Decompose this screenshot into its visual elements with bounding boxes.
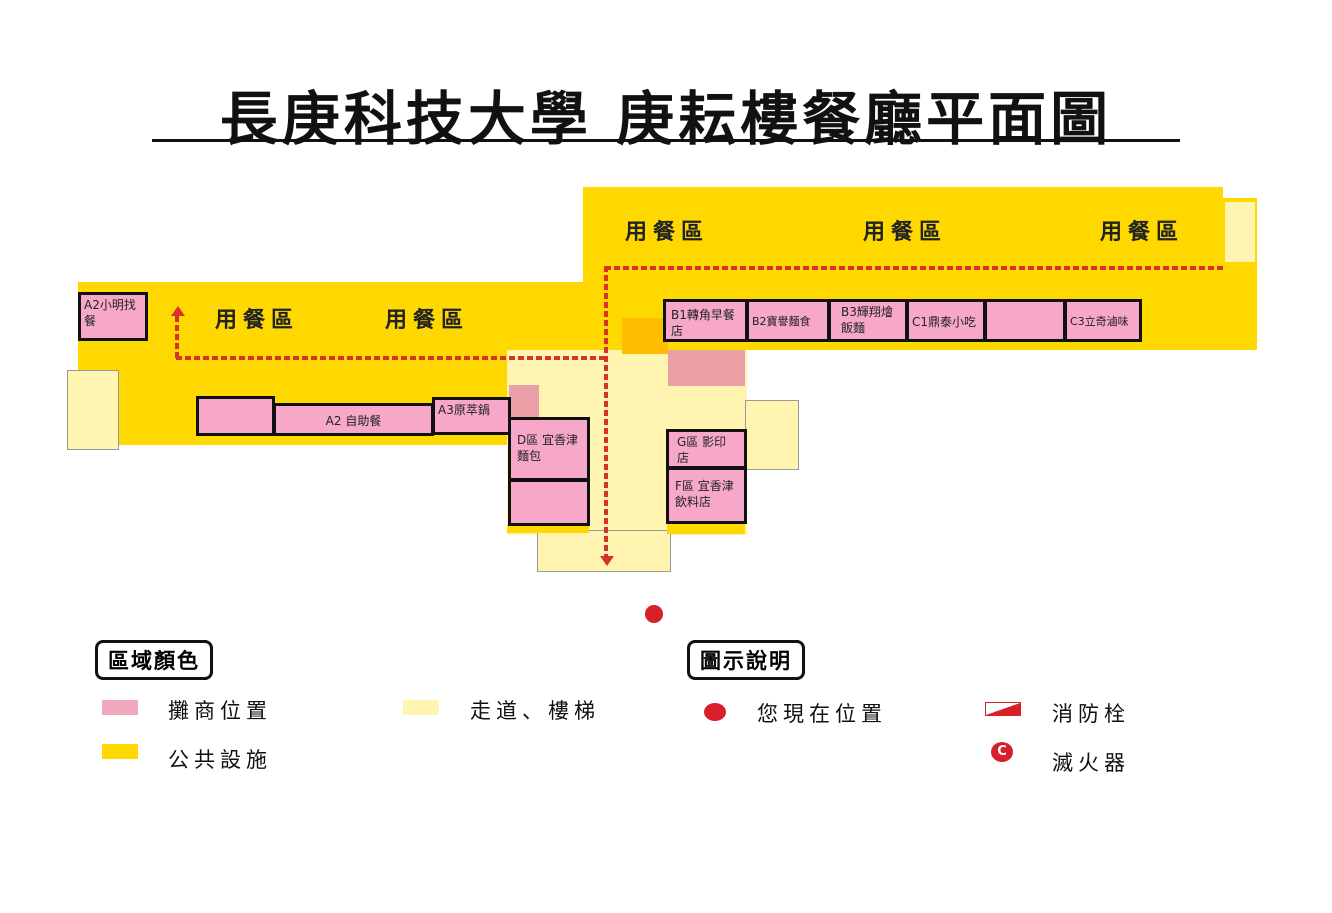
arrow-up-icon (171, 306, 185, 316)
corridor-label: 走道、樓梯 (470, 699, 600, 723)
evacuation-route (605, 266, 1225, 270)
stall-b1[interactable]: B1轉角早餐店 (663, 299, 748, 342)
dining-area-label: 用餐區 (385, 307, 470, 333)
evacuation-route (175, 316, 179, 358)
you-are-here-icon (704, 703, 726, 721)
stall-b2[interactable]: B2寶譽麵食 (746, 299, 830, 342)
west-stairs (67, 370, 119, 450)
public-swatch (102, 744, 138, 759)
dining-area-label: 用餐區 (1100, 219, 1185, 245)
side-room (745, 400, 799, 470)
fire-hydrant-icon (985, 702, 1021, 716)
stall-a3[interactable]: A3原萃鍋 (432, 397, 511, 435)
dining-area-label: 用餐區 (863, 219, 948, 245)
stall-empty[interactable] (508, 479, 590, 526)
corridor-swatch (403, 700, 439, 715)
stall-empty[interactable] (984, 299, 1066, 342)
vendor-storage-2 (509, 385, 539, 417)
public-facility (622, 318, 668, 354)
arrow-down-icon (600, 556, 614, 566)
stall-d[interactable]: D區 宜香津麵包 (508, 417, 590, 481)
vendor-swatch (102, 700, 138, 715)
stall-c1[interactable]: C1鼎泰小吃 (906, 299, 986, 342)
you-are-here-label: 您現在位置 (757, 702, 887, 726)
east-stairs (1225, 202, 1255, 262)
you-are-here-marker (645, 605, 663, 623)
dining-area-label: 用餐區 (215, 307, 300, 333)
icons-heading: 圖示說明 (687, 640, 805, 680)
page-title: 長庚科技大學 庚耘樓餐廳平面圖 (219, 85, 1113, 153)
extinguisher-label: 滅火器 (1052, 751, 1130, 775)
public-label: 公共設施 (168, 748, 272, 772)
dining-area-label: 用餐區 (625, 219, 710, 245)
evacuation-route (604, 266, 608, 558)
south-strip-2 (667, 522, 745, 534)
stall-a2-buffet[interactable]: A2 自助餐 (273, 403, 434, 436)
evacuation-route (176, 356, 606, 360)
stall-c3[interactable]: C3立奇滷味 (1064, 299, 1142, 342)
title-underline (152, 139, 1180, 142)
stall-f[interactable]: F區 宜香津飲料店 (666, 467, 747, 524)
fire-extinguisher-icon: C (991, 742, 1013, 762)
vendor-label: 攤商位置 (168, 699, 272, 723)
south-strip (507, 525, 589, 533)
stall-a2-xiaoming[interactable]: A2小明找餐 (78, 292, 148, 341)
stall-empty[interactable] (196, 396, 275, 436)
hydrant-label: 消防栓 (1052, 702, 1130, 726)
vendor-storage (668, 350, 745, 386)
stall-g[interactable]: G區 影印店 (666, 429, 747, 469)
zone-colors-heading: 區域顏色 (95, 640, 213, 680)
stall-b3[interactable]: B3輝翔燴飯麵 (828, 299, 908, 342)
